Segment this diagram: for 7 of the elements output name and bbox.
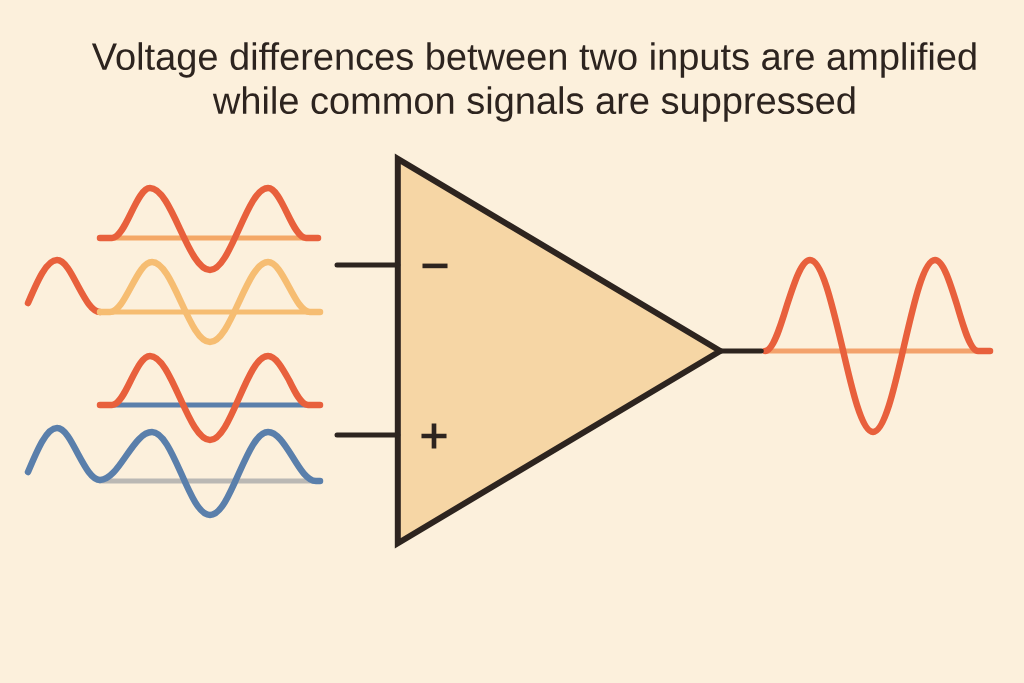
wire [717,348,764,354]
plus-sign: + [421,423,447,449]
wire [334,432,401,438]
title: Voltage differences between two inputs are amplified while common signals are suppressed [91,42,976,122]
wire [334,262,401,268]
output-waveform [761,256,994,436]
minus-sign: − [422,263,448,269]
